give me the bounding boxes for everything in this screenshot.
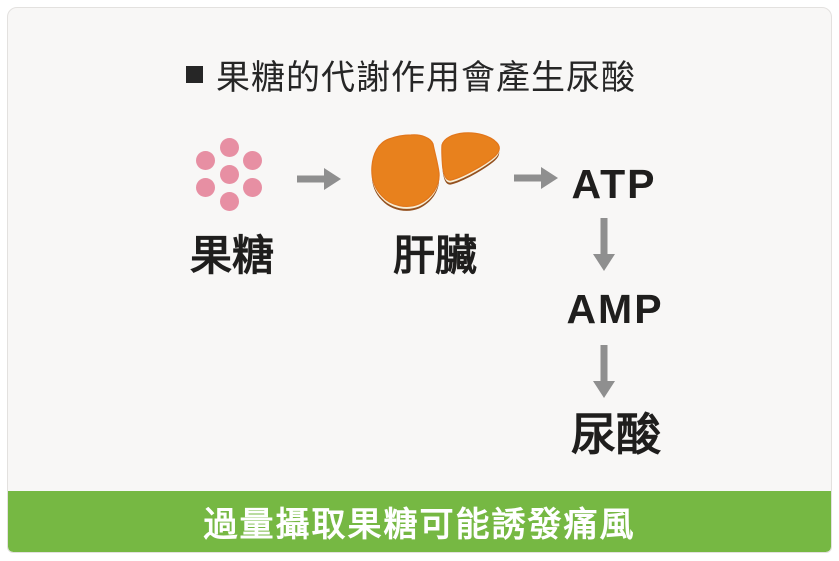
conclusion-banner-text: 過量攝取果糖可能誘發痛風 [203,506,636,544]
page-title: 果糖的代謝作用會產生尿酸 [216,58,636,97]
title-row: 果糖的代謝作用會產生尿酸 [186,54,636,97]
infographic-panel: 果糖的代謝作用會產生尿酸 果糖 [7,7,832,553]
node-label-amp: AMP [566,286,664,332]
arrow-down-icon [593,345,615,398]
fructose-molecules-icon [191,136,267,212]
node-label-liver: 肝臟 [392,232,477,279]
arrow-right-icon [297,168,341,190]
fructose-dot [219,164,239,184]
fructose-dot [196,178,216,197]
arrow-right-icon [514,167,558,189]
conclusion-banner: 過量攝取果糖可能誘發痛風 [8,491,831,552]
fructose-dot [196,151,216,170]
fructose-dot [219,137,239,157]
node-label-uric-acid: 尿酸 [570,409,661,460]
node-label-atp: ATP [571,161,657,207]
fructose-dot [242,151,262,170]
node-label-fructose: 果糖 [189,232,274,279]
arrow-down-icon [593,218,615,271]
liver-icon [371,132,500,211]
square-bullet-icon [186,65,203,83]
fructose-dot [242,178,262,197]
fructose-dot [219,191,239,211]
